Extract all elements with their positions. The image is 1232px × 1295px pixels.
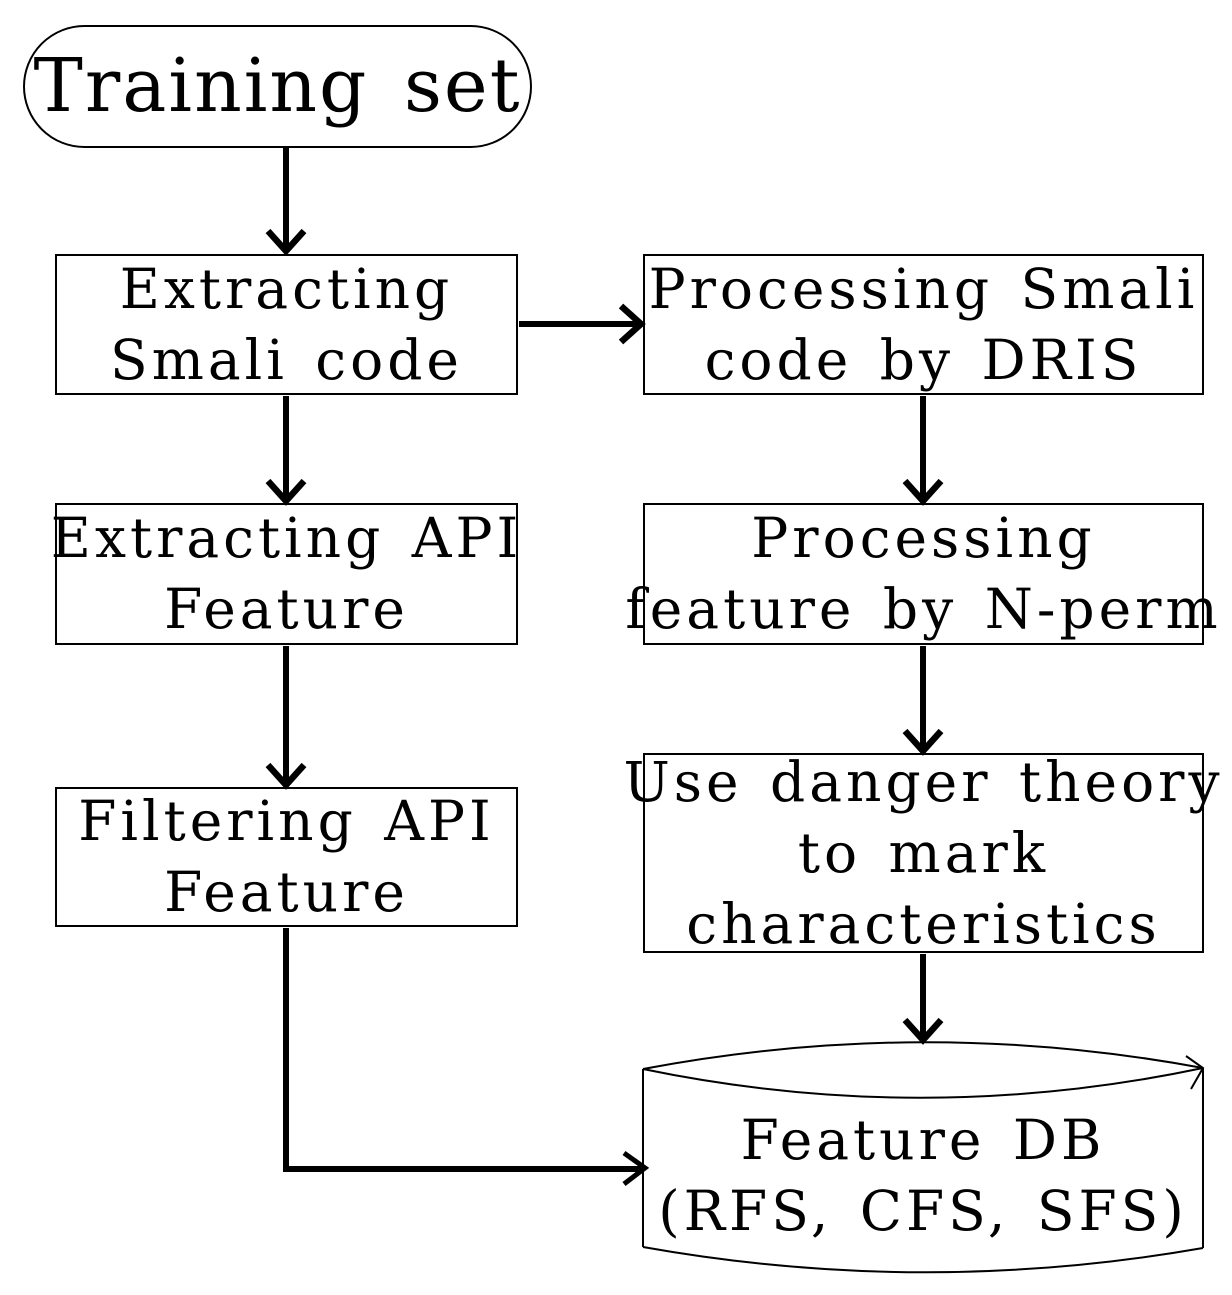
arrow-extracting-smali-to-extracting-api xyxy=(265,396,307,506)
node-label-line: Smali code xyxy=(110,327,463,392)
arrow-processing-feature-to-danger-theory xyxy=(902,646,944,756)
node-filtering-api: Filtering API Feature xyxy=(55,787,518,927)
node-label-line: Filtering API xyxy=(78,789,495,853)
arrow-extracting-smali-to-processing-smali xyxy=(519,303,646,345)
feature-db-rim-arrowhead xyxy=(1185,1055,1205,1090)
node-label-line: Training set xyxy=(33,43,522,129)
node-label-line: code by DRIS xyxy=(704,327,1143,392)
node-label-line: Feature DB xyxy=(740,1108,1106,1172)
node-label-line: Extracting API xyxy=(50,506,523,570)
arrow-training-to-extracting-smali xyxy=(265,147,307,256)
node-processing-feature: Processing feature by N-perm xyxy=(625,503,1218,645)
node-label-line: to mark xyxy=(797,820,1050,885)
node-label-line: Extracting xyxy=(119,256,454,321)
node-processing-smali: Processing Smali code by DRIS xyxy=(643,254,1204,395)
node-label-line: Feature xyxy=(164,577,409,641)
arrow-extracting-api-to-filtering-api xyxy=(265,646,307,790)
node-label-line: characteristics xyxy=(686,891,1161,956)
node-danger-theory: Use danger theory to mark characteristic… xyxy=(623,750,1219,956)
node-training-set: Training set xyxy=(23,25,532,148)
node-label-line: Processing Smali xyxy=(648,256,1199,321)
node-label-line: feature by N-perm xyxy=(625,577,1222,641)
arrow-filtering-api-to-feature-db xyxy=(283,928,650,1186)
node-label-line: Use danger theory xyxy=(623,749,1224,814)
node-feature-db: Feature DB (RFS, CFS, SFS) xyxy=(643,1105,1203,1247)
feature-db-cylinder xyxy=(642,1041,1205,1274)
node-extracting-api: Extracting API Feature xyxy=(51,503,518,645)
arrow-danger-theory-to-feature-db xyxy=(902,954,944,1045)
arrow-processing-smali-to-processing-feature xyxy=(902,396,944,506)
node-label-line: Feature xyxy=(164,860,409,924)
node-label-line: Processing xyxy=(751,506,1096,570)
node-label-line: (RFS, CFS, SFS) xyxy=(658,1179,1188,1243)
node-extracting-smali: Extracting Smali code xyxy=(55,254,518,395)
